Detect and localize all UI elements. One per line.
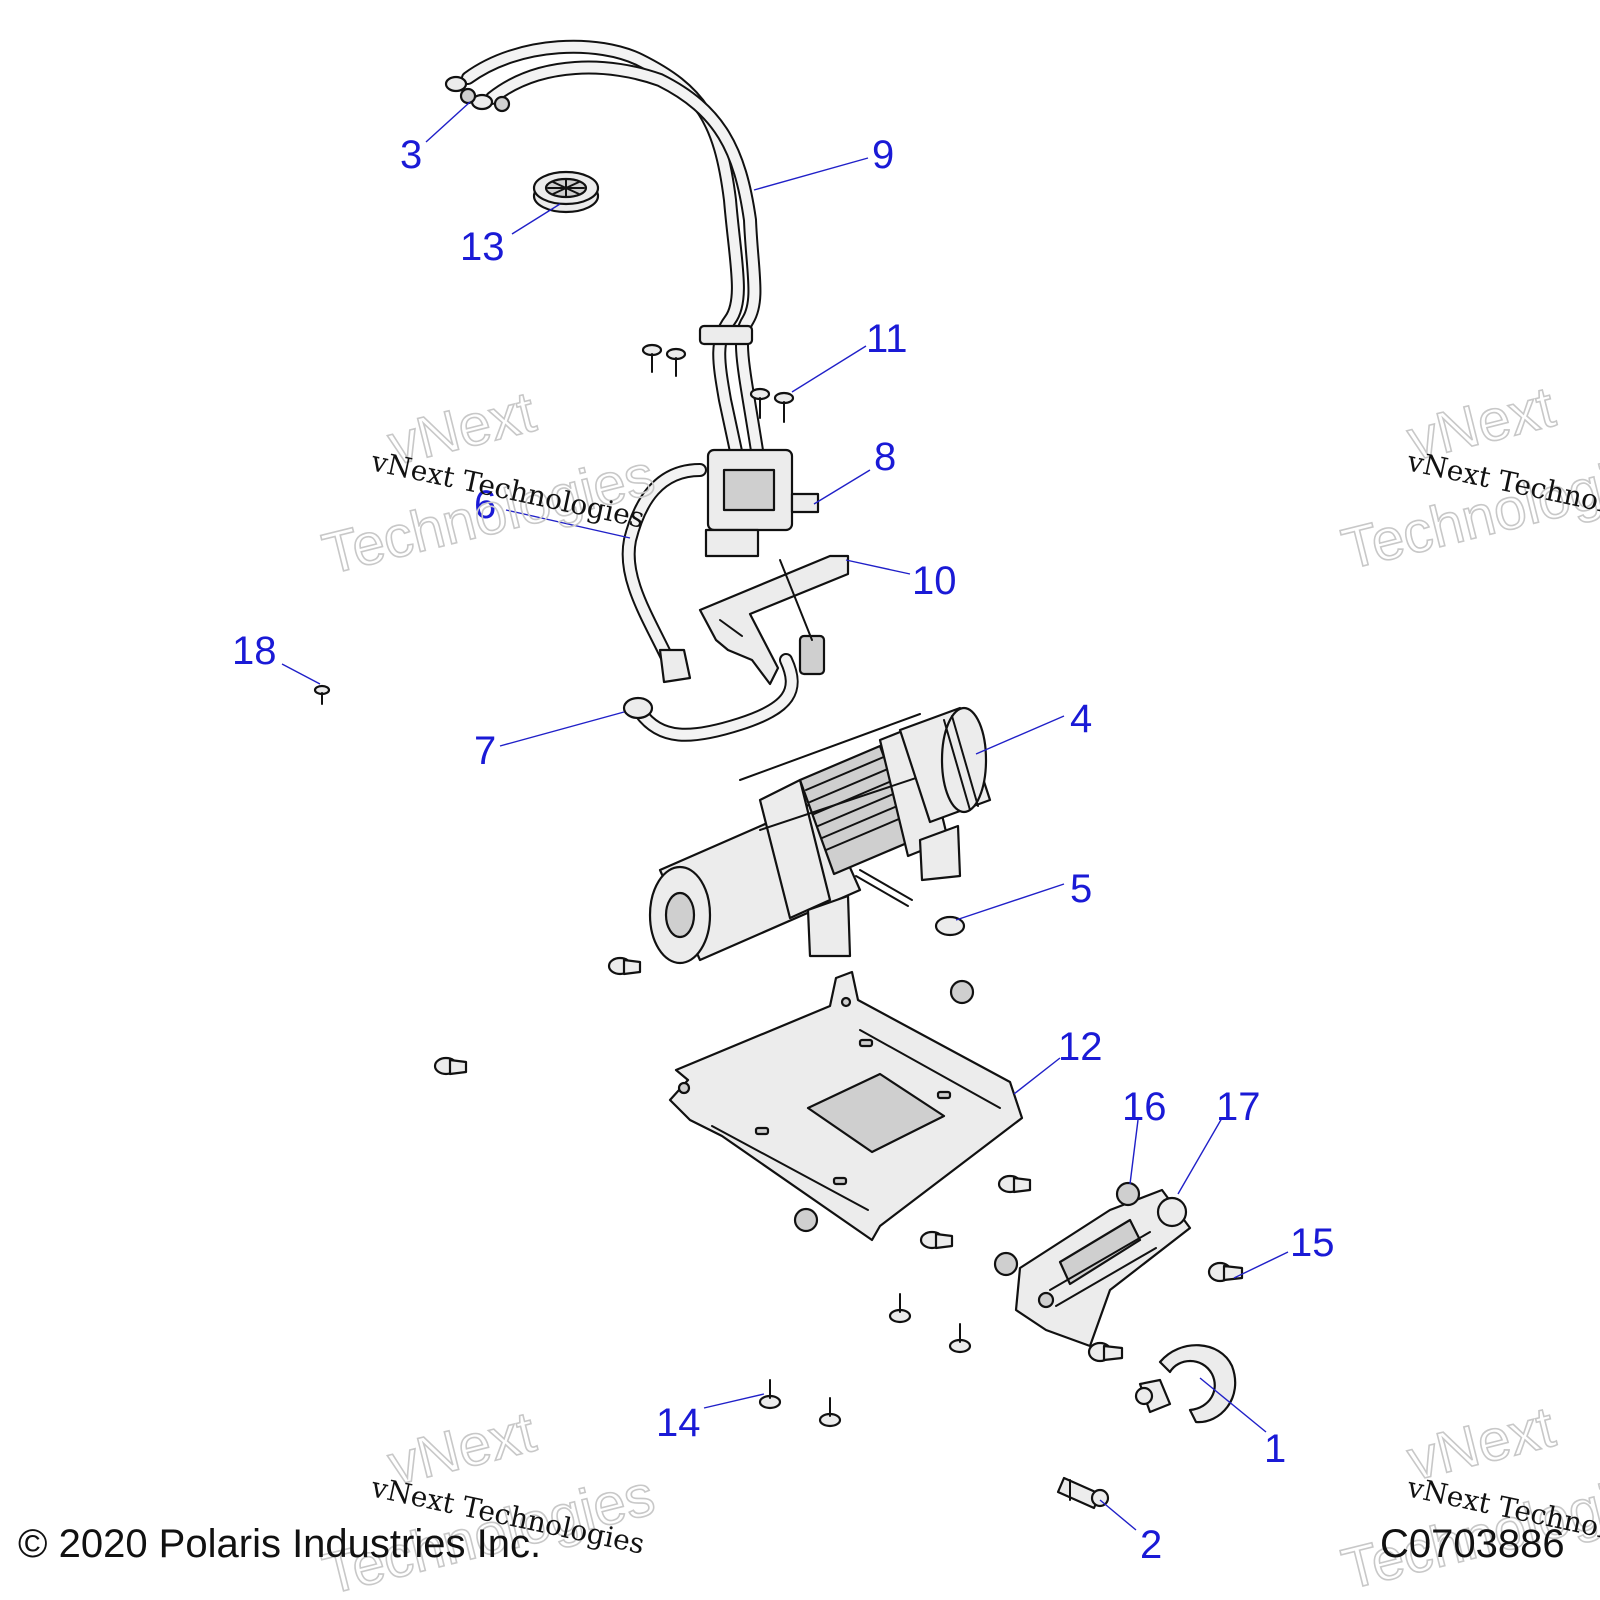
copyright-notice: © 2020 Polaris Industries Inc. xyxy=(18,1522,542,1566)
callout-8: 8 xyxy=(874,435,896,479)
callout-11: 11 xyxy=(866,317,908,361)
bolt-15 xyxy=(1207,1261,1244,1283)
cable-clamp xyxy=(698,324,754,346)
callout-12: 12 xyxy=(1058,1025,1103,1069)
callout-6: 6 xyxy=(474,483,496,527)
cable-boot xyxy=(658,648,692,684)
nut-16 xyxy=(1115,1181,1141,1207)
screw-18 xyxy=(313,684,331,705)
flange-bolts-14 xyxy=(758,1293,972,1428)
winch-hook xyxy=(1134,1344,1237,1424)
callout-9: 9 xyxy=(872,133,894,177)
callout-3: 3 xyxy=(400,133,422,177)
contactor-bracket xyxy=(698,554,850,686)
leader-lines xyxy=(281,101,1289,1531)
wire-rope xyxy=(855,869,966,937)
callout-14: 14 xyxy=(656,1401,701,1445)
clevis-pin xyxy=(1056,1476,1110,1510)
callout-labels: 1 2 3 4 5 6 7 8 9 10 11 12 13 14 15 16 1… xyxy=(232,133,1335,1567)
screws-11 xyxy=(641,343,795,423)
callout-16: 16 xyxy=(1122,1085,1167,1129)
callout-2: 2 xyxy=(1140,1523,1162,1567)
callout-18: 18 xyxy=(232,629,277,673)
contactor xyxy=(704,448,820,558)
roller-fairlead xyxy=(1014,1188,1192,1348)
callout-1: 1 xyxy=(1264,1427,1286,1471)
grommet xyxy=(532,170,600,214)
mounting-plate xyxy=(668,970,1024,1242)
callout-4: 4 xyxy=(1070,697,1092,741)
drawing-number: C0703886 xyxy=(1380,1522,1565,1566)
callout-5: 5 xyxy=(1070,867,1092,911)
callout-15: 15 xyxy=(1290,1221,1335,1265)
callout-13: 13 xyxy=(460,225,505,269)
callout-7: 7 xyxy=(474,729,496,773)
winch xyxy=(648,706,992,965)
callout-17: 17 xyxy=(1216,1085,1261,1129)
callout-10: 10 xyxy=(912,559,957,603)
